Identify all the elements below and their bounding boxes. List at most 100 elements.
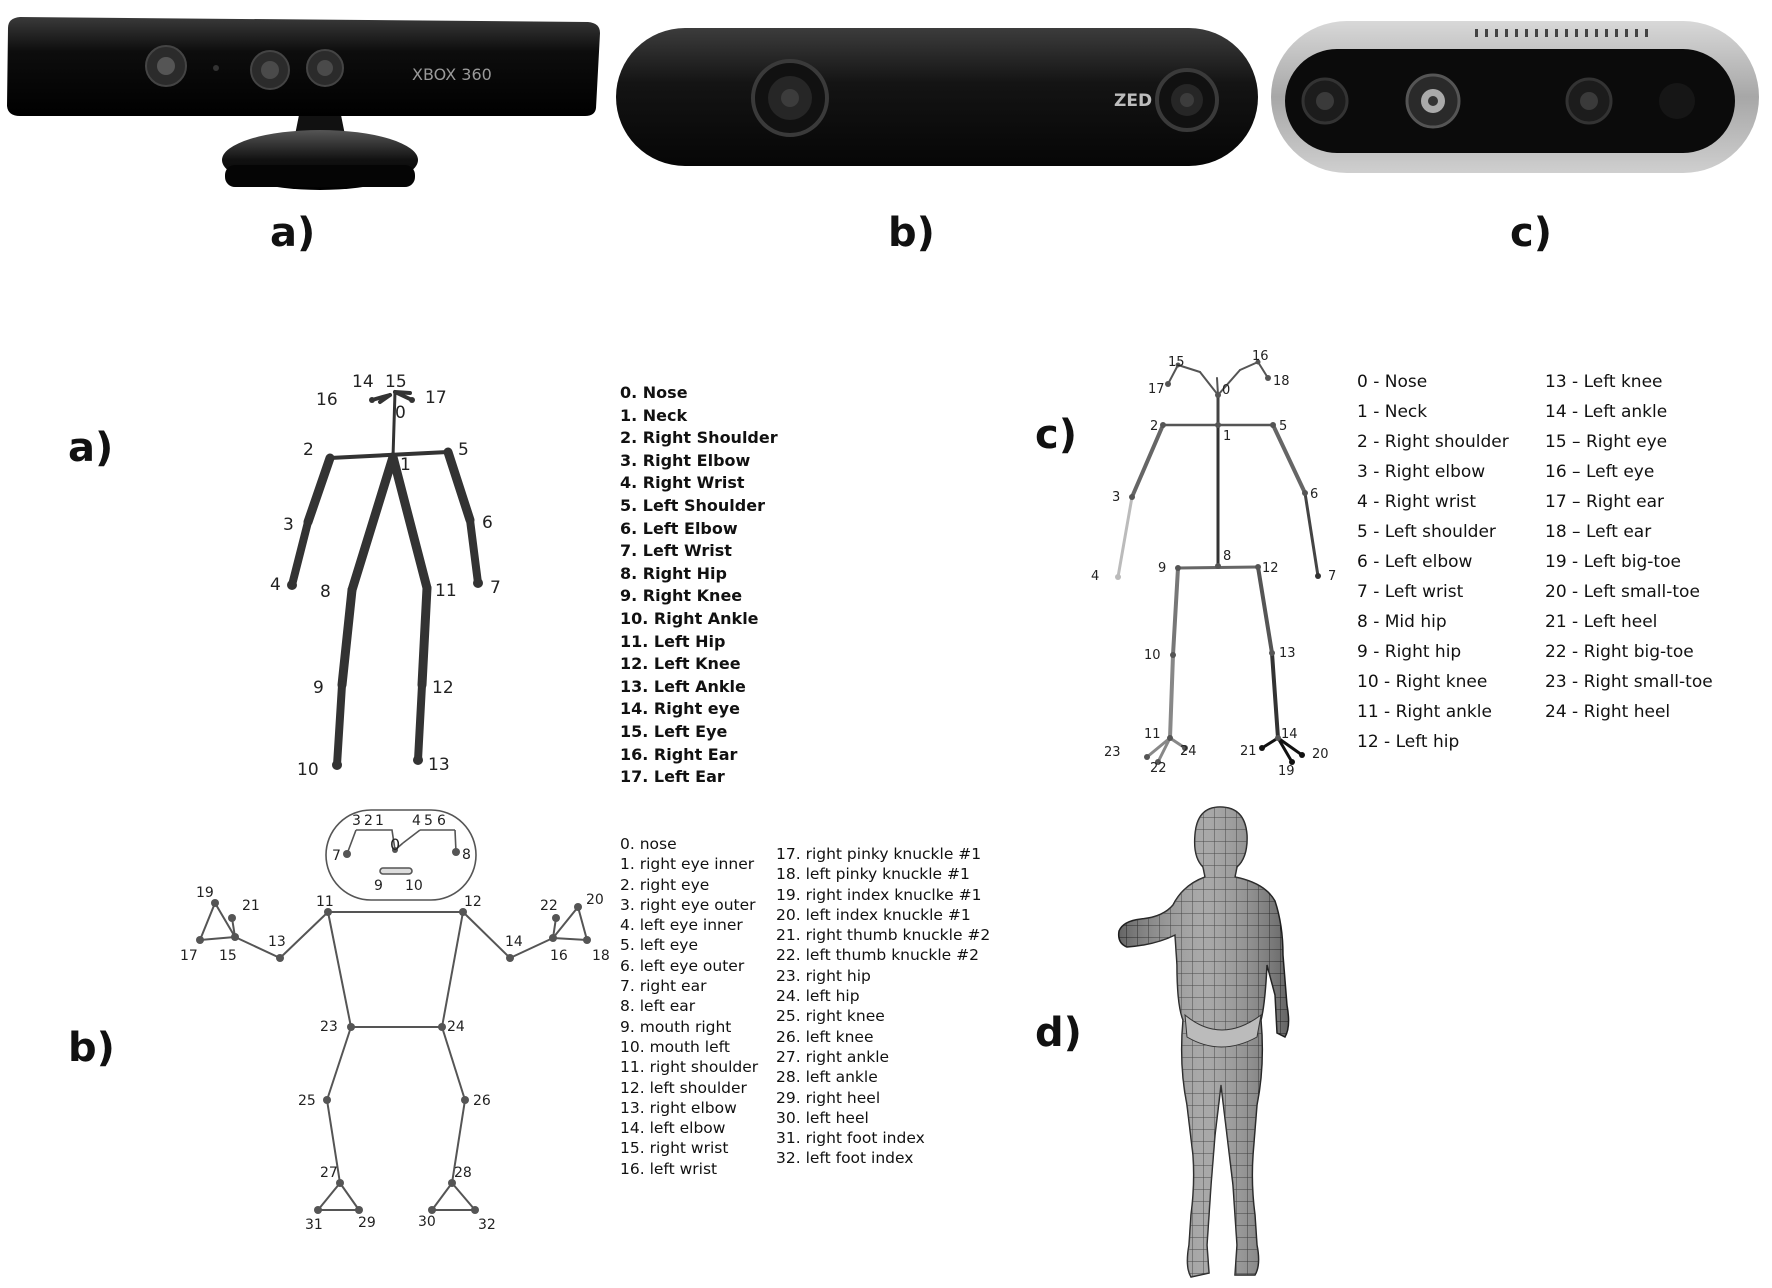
legend-a-item: 0. Nose	[620, 383, 688, 402]
zed-brand-text: ZED	[1114, 91, 1152, 111]
svg-text:8: 8	[320, 582, 331, 602]
panel-label-c: c)	[1035, 412, 1077, 458]
kinect-brand-text: XBOX 360	[412, 65, 492, 84]
legend-b-item: 17. right pinky knuckle #1	[776, 845, 982, 863]
skeleton-a-bones	[288, 390, 482, 769]
svg-text:5: 5	[1279, 419, 1287, 434]
svg-text:10: 10	[297, 760, 319, 780]
svg-text:3: 3	[352, 813, 361, 829]
svg-text:23: 23	[1104, 745, 1121, 760]
legend-b-item: 8. left ear	[620, 997, 696, 1016]
legend-c-item: 16 – Left eye	[1545, 462, 1655, 482]
legend-a-item: 12. Left Knee	[620, 654, 741, 674]
svg-text:6: 6	[437, 813, 446, 829]
svg-text:13: 13	[268, 934, 286, 950]
svg-text:17: 17	[425, 388, 447, 408]
legend-a-item: 11. Left Hip	[620, 631, 726, 651]
legend-b-item: 21. right thumb knuckle #2	[776, 926, 991, 945]
svg-text:23: 23	[320, 1019, 338, 1035]
svg-text:4: 4	[412, 813, 421, 829]
svg-text:14: 14	[505, 934, 523, 950]
legend-a-item: 14. Right eye	[620, 699, 740, 719]
legend-c-item: 20 - Left small-toe	[1545, 582, 1700, 602]
device-zed-camera: ZED	[616, 28, 1258, 166]
legend-c-item: 5 - Left shoulder	[1357, 522, 1496, 542]
svg-text:31: 31	[305, 1217, 323, 1233]
device-label-c: c)	[1510, 210, 1552, 256]
legend-c-item: 4 - Right wrist	[1357, 492, 1477, 512]
svg-text:13: 13	[1279, 646, 1296, 661]
svg-text:20: 20	[1312, 747, 1329, 762]
svg-text:10: 10	[405, 878, 423, 894]
legend-b-item: 31. right foot index	[776, 1129, 925, 1148]
legend-b-item: 3. right eye outer	[620, 895, 756, 914]
svg-text:32: 32	[478, 1217, 496, 1233]
legend-c-item: 22 - Right big-toe	[1545, 642, 1694, 662]
legend-b-item: 30. left heel	[776, 1108, 869, 1127]
legend-b-item: 6. left eye outer	[620, 956, 745, 975]
svg-text:27: 27	[320, 1165, 338, 1181]
svg-text:1: 1	[375, 813, 384, 829]
skeleton-b-bones	[199, 902, 588, 1211]
body-mesh-silhouette	[1117, 806, 1290, 1278]
legend-c-item: 3 - Right elbow	[1357, 462, 1486, 482]
svg-text:16: 16	[550, 948, 568, 964]
skeleton-a-joints	[287, 397, 483, 770]
legend-b-col2: 17. right pinky knuckle #1 18. left pink…	[776, 844, 990, 1169]
svg-text:25: 25	[298, 1093, 316, 1109]
svg-text:26: 26	[473, 1093, 491, 1109]
svg-text:15: 15	[1168, 355, 1185, 370]
legend-b-item: 0. nose	[620, 835, 677, 853]
svg-text:16: 16	[316, 390, 338, 410]
skeleton-b-joints	[196, 847, 591, 1214]
legend-c-item: 23 - Right small-toe	[1545, 672, 1713, 692]
svg-text:3: 3	[283, 515, 294, 535]
svg-text:11: 11	[435, 581, 457, 601]
legend-a-item: 7. Left Wrist	[620, 541, 732, 561]
legend-b-item: 19. right index knuclke #1	[776, 885, 982, 904]
legend-b-item: 11. right shoulder	[620, 1058, 759, 1077]
panel-label-d: d)	[1035, 1010, 1082, 1056]
svg-text:15: 15	[385, 372, 407, 392]
svg-text:12: 12	[464, 894, 482, 910]
legend-b-item: 10. mouth left	[620, 1037, 730, 1056]
legend-b-item: 12. left shoulder	[620, 1078, 747, 1097]
device-label-a: a)	[270, 210, 316, 256]
legend-c-item: 2 - Right shoulder	[1357, 432, 1509, 452]
svg-text:8: 8	[1223, 549, 1231, 564]
svg-text:0: 0	[1222, 383, 1230, 398]
legend-c-item: 0 - Nose	[1357, 372, 1428, 392]
legend-a-item: 15. Left Eye	[620, 721, 728, 741]
legend-a-item: 5. Left Shoulder	[620, 495, 765, 515]
svg-text:7: 7	[1328, 569, 1336, 584]
svg-text:3: 3	[1112, 490, 1120, 505]
svg-text:13: 13	[428, 755, 450, 775]
svg-text:12: 12	[432, 678, 454, 698]
legend-b-item: 4. left eye inner	[620, 916, 743, 935]
svg-text:9: 9	[313, 678, 324, 698]
legend-c-item: 12 - Left hip	[1357, 732, 1460, 752]
legend-c-item: 7 - Left wrist	[1357, 582, 1464, 602]
svg-text:19: 19	[196, 885, 214, 901]
svg-text:1: 1	[1223, 429, 1231, 444]
svg-text:21: 21	[242, 898, 260, 914]
legend-c-col1: 0 - Nose 1 - Neck 2 - Right shoulder 3 -…	[1357, 367, 1509, 757]
legend-c-col2: 13 - Left knee 14 - Left ankle 15 – Righ…	[1545, 367, 1713, 727]
svg-text:2: 2	[364, 813, 373, 829]
device-label-b: b)	[888, 210, 935, 256]
legend-c-item: 13 - Left knee	[1545, 372, 1663, 392]
svg-text:30: 30	[418, 1214, 436, 1230]
body-mesh-model	[1117, 806, 1290, 1278]
legend-b-item: 18. left pinky knuckle #1	[776, 865, 970, 884]
svg-text:4: 4	[270, 575, 281, 595]
legend-b-item: 7. right ear	[620, 977, 707, 996]
legend-a-item: 10. Right Ankle	[620, 608, 759, 628]
legend-a-item: 2. Right Shoulder	[620, 428, 778, 448]
legend-a-item: 6. Left Elbow	[620, 518, 738, 538]
legend-b-item: 22. left thumb knuckle #2	[776, 946, 979, 965]
legend-b-item: 1. right eye inner	[620, 855, 755, 874]
